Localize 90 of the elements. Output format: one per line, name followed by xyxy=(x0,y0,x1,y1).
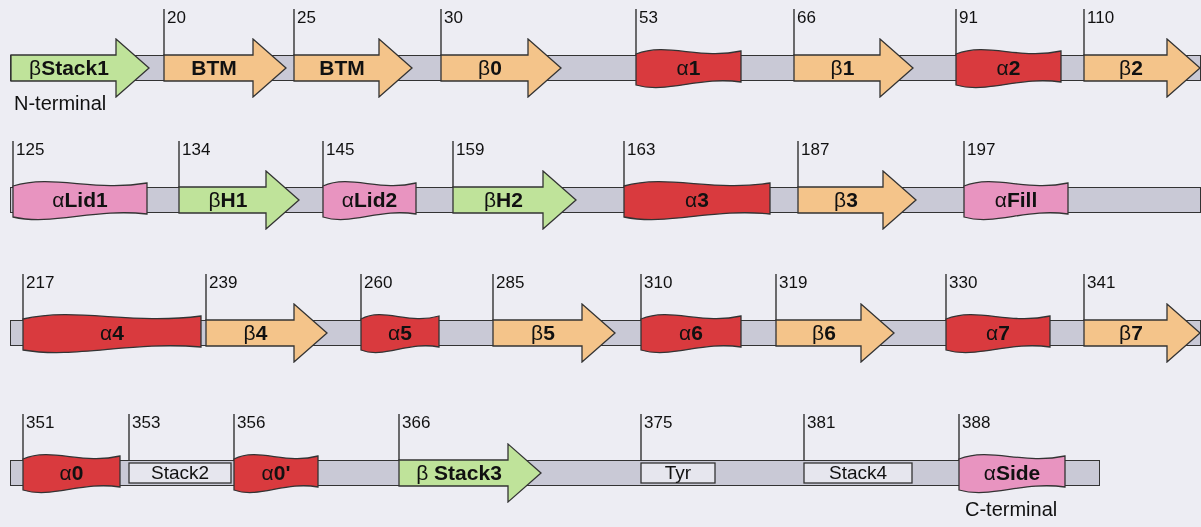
region-box xyxy=(803,462,913,484)
residue-number: 163 xyxy=(627,140,656,160)
beta-strand-segment xyxy=(440,38,562,98)
residue-number: 356 xyxy=(237,413,266,433)
residue-number: 145 xyxy=(326,140,355,160)
segment-label: β3 xyxy=(834,188,858,212)
residue-number: 197 xyxy=(967,140,996,160)
helix-ribbon xyxy=(233,452,319,494)
beta-strand-segment xyxy=(163,38,287,98)
beta-strand-segment xyxy=(797,170,917,230)
residue-number: 53 xyxy=(639,8,658,28)
segment-label: β0 xyxy=(478,56,502,80)
helix-ribbon xyxy=(22,312,202,354)
segment-label: α7 xyxy=(986,321,1010,345)
segment-label: α4 xyxy=(100,321,124,345)
residue-number: 20 xyxy=(167,8,186,28)
segment-label: BTM xyxy=(319,56,365,80)
helix-ribbon xyxy=(958,452,1066,494)
residue-number: 239 xyxy=(209,273,238,293)
segment-label: βStack1 xyxy=(29,56,109,80)
segment-label: Stack2 xyxy=(150,462,210,484)
residue-number: 260 xyxy=(364,273,393,293)
helix-ribbon xyxy=(640,312,742,354)
segment-label: BTM xyxy=(191,56,237,80)
residue-number: 319 xyxy=(779,273,808,293)
residue-number: 351 xyxy=(26,413,55,433)
segment-label: Stack4 xyxy=(828,462,888,484)
segment-label: α1 xyxy=(676,56,701,80)
segment-label: αFill xyxy=(994,188,1038,212)
residue-number: 381 xyxy=(807,413,836,433)
beta-strand-segment xyxy=(205,303,328,363)
residue-number: 375 xyxy=(644,413,673,433)
residue-number: 353 xyxy=(132,413,161,433)
residue-number: 366 xyxy=(402,413,431,433)
helix-ribbon xyxy=(322,179,417,221)
beta-strand-segment xyxy=(775,303,895,363)
segment-label: α3 xyxy=(685,188,709,212)
terminus-label: N-terminal xyxy=(14,92,107,115)
residue-number: 91 xyxy=(959,8,978,28)
residue-number: 30 xyxy=(444,8,463,28)
residue-number: 110 xyxy=(1087,8,1115,28)
segment-label: αLid1 xyxy=(52,188,108,212)
residue-number: 217 xyxy=(26,273,55,293)
residue-number: 134 xyxy=(182,140,211,160)
segment-label: β5 xyxy=(531,321,555,345)
helix-ribbon xyxy=(635,47,742,89)
segment-label: α5 xyxy=(388,321,412,345)
segment-label: α0 xyxy=(59,461,84,485)
helix-ribbon xyxy=(623,179,771,221)
residue-number: 25 xyxy=(297,8,316,28)
beta-strand-segment xyxy=(1083,38,1201,98)
helix-ribbon xyxy=(22,452,121,494)
helix-ribbon xyxy=(12,179,148,221)
residue-number: 388 xyxy=(962,413,991,433)
residue-number: 125 xyxy=(16,140,45,160)
segment-label: αSide xyxy=(983,461,1041,485)
beta-strand-segment xyxy=(293,38,413,98)
segment-label: α0' xyxy=(261,461,291,485)
helix-ribbon xyxy=(945,312,1051,354)
residue-number: 285 xyxy=(496,273,525,293)
segment-label: βH1 xyxy=(208,188,248,212)
region-box xyxy=(640,462,716,484)
segment-label: β2 xyxy=(1119,56,1143,80)
segment-label: β7 xyxy=(1119,321,1143,345)
helix-ribbon xyxy=(360,312,440,354)
residue-number: 66 xyxy=(797,8,816,28)
residue-number: 159 xyxy=(456,140,485,160)
segment-label: αLid2 xyxy=(341,188,398,212)
segment-label: β Stack3 xyxy=(416,461,502,485)
helix-ribbon xyxy=(963,179,1069,221)
segment-label: β1 xyxy=(830,56,855,80)
residue-number: 330 xyxy=(949,273,978,293)
residue-number: 341 xyxy=(1087,273,1116,293)
segment-label: β4 xyxy=(243,321,268,345)
beta-strand-segment xyxy=(178,170,300,230)
beta-strand-segment xyxy=(398,443,542,503)
residue-number: 187 xyxy=(801,140,830,160)
helix-ribbon xyxy=(955,47,1062,89)
beta-strand-segment xyxy=(1083,303,1201,363)
beta-strand-segment xyxy=(793,38,914,98)
terminus-label: C-terminal xyxy=(965,498,1058,521)
region-box xyxy=(128,462,232,484)
segment-label: β6 xyxy=(812,321,836,345)
segment-label: α2 xyxy=(996,56,1021,80)
beta-strand-segment xyxy=(452,170,577,230)
segment-label: Tyr xyxy=(664,462,692,484)
residue-number: 310 xyxy=(644,273,673,293)
segment-label: βH2 xyxy=(484,188,523,212)
beta-strand-segment xyxy=(492,303,616,363)
segment-label: α6 xyxy=(679,321,703,345)
